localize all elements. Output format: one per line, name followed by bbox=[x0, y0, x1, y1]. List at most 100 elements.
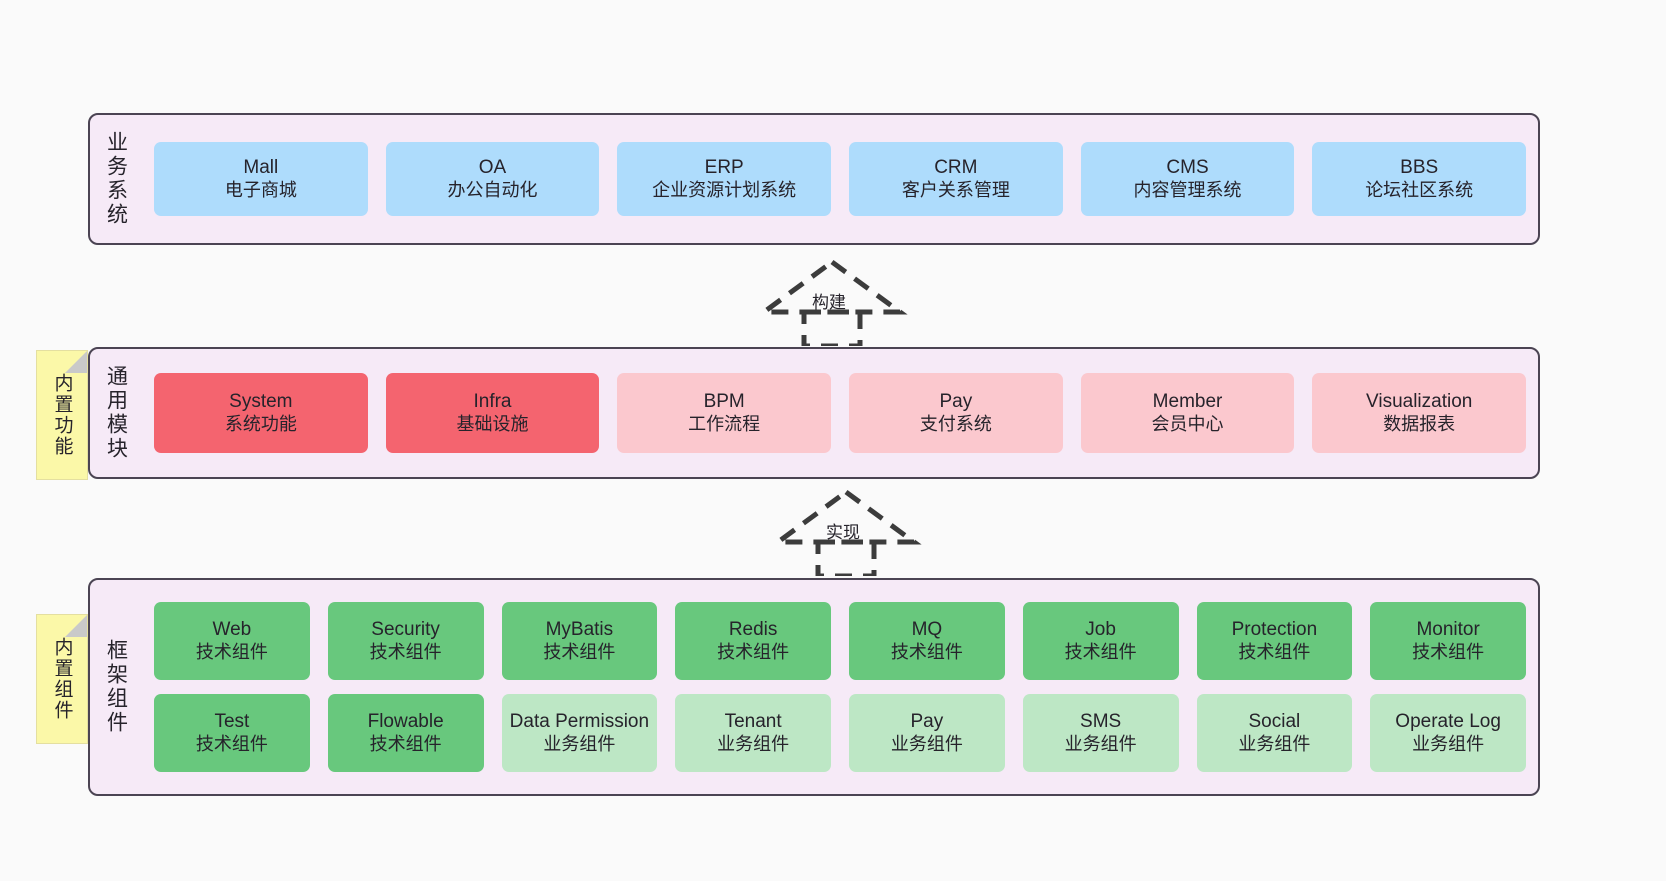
module-name: MyBatis bbox=[545, 619, 614, 641]
module-name: MQ bbox=[911, 619, 943, 641]
layer-body-business-system: Mall 电子商城 OA 办公自动化 ERP 企业资源计划系统 CRM 客户关系… bbox=[142, 115, 1538, 243]
module-card[interactable]: CRM 客户关系管理 bbox=[849, 142, 1063, 216]
module-name: Security bbox=[371, 619, 440, 641]
module-name: Test bbox=[214, 711, 250, 733]
layer-row: Test 技术组件 Flowable 技术组件 Data Permission … bbox=[154, 694, 1526, 772]
module-card[interactable]: CMS 内容管理系统 bbox=[1080, 142, 1295, 216]
module-desc: 技术组件 bbox=[195, 733, 268, 754]
module-card[interactable]: MyBatis 技术组件 bbox=[501, 602, 658, 680]
module-card[interactable]: BBS 论坛社区系统 bbox=[1312, 142, 1527, 216]
module-name: Flowable bbox=[367, 711, 444, 733]
module-card[interactable]: Mall 电子商城 bbox=[154, 142, 368, 216]
module-desc: 数据报表 bbox=[1383, 413, 1456, 434]
module-name: Visualization bbox=[1366, 391, 1473, 413]
module-name: Data Permission bbox=[509, 711, 650, 733]
module-desc: 工作流程 bbox=[688, 413, 761, 434]
module-name: Member bbox=[1152, 391, 1223, 413]
module-name: Monitor bbox=[1416, 619, 1480, 641]
module-name: Tenant bbox=[724, 711, 782, 733]
sticky-note-builtin-features: 内置功能 bbox=[36, 350, 88, 480]
dashed-up-arrow-icon bbox=[756, 258, 908, 346]
module-desc: 系统功能 bbox=[224, 413, 297, 434]
layer-framework-component: 框架组件 Web 技术组件 Security 技术组件 MyBatis 技术组件… bbox=[88, 578, 1540, 796]
layer-title-common-module: 通用模块 bbox=[104, 365, 128, 461]
module-card[interactable]: MQ 技术组件 bbox=[849, 602, 1005, 680]
module-card[interactable]: SMS 业务组件 bbox=[1022, 694, 1179, 772]
module-name: Social bbox=[1248, 711, 1301, 733]
module-name: Pay bbox=[939, 391, 973, 413]
module-desc: 企业资源计划系统 bbox=[652, 179, 797, 200]
layer-common-module: 通用模块 System 系统功能 Infra 基础设施 BPM 工作流程 Pay… bbox=[88, 347, 1540, 479]
module-desc: 技术组件 bbox=[543, 641, 616, 662]
module-card[interactable]: BPM 工作流程 bbox=[617, 373, 832, 453]
module-desc: 内容管理系统 bbox=[1133, 179, 1242, 200]
layer-row: Mall 电子商城 OA 办公自动化 ERP 企业资源计划系统 CRM 客户关系… bbox=[154, 142, 1527, 216]
layer-business-system: 业务系统 Mall 电子商城 OA 办公自动化 ERP 企业资源计划系统 CRM… bbox=[88, 113, 1540, 245]
module-card[interactable]: Social 业务组件 bbox=[1196, 694, 1353, 772]
module-name: CMS bbox=[1166, 157, 1209, 179]
layer-row: System 系统功能 Infra 基础设施 BPM 工作流程 Pay 支付系统… bbox=[154, 373, 1527, 453]
module-desc: 业务组件 bbox=[1064, 733, 1137, 754]
module-desc: 业务组件 bbox=[717, 733, 790, 754]
module-card[interactable]: Data Permission 业务组件 bbox=[501, 694, 658, 772]
module-desc: 业务组件 bbox=[1412, 733, 1485, 754]
module-name: Web bbox=[212, 619, 252, 641]
module-name: Job bbox=[1085, 619, 1116, 641]
module-desc: 业务组件 bbox=[543, 733, 616, 754]
dashed-up-arrow-icon bbox=[770, 488, 922, 576]
layer-row: Web 技术组件 Security 技术组件 MyBatis 技术组件 Redi… bbox=[154, 602, 1526, 680]
module-name: OA bbox=[478, 157, 507, 179]
module-name: BPM bbox=[703, 391, 745, 413]
module-card[interactable]: Visualization 数据报表 bbox=[1312, 373, 1527, 453]
module-card[interactable]: Protection 技术组件 bbox=[1196, 602, 1353, 680]
module-card[interactable]: Test 技术组件 bbox=[154, 694, 310, 772]
module-desc: 论坛社区系统 bbox=[1365, 179, 1474, 200]
module-desc: 技术组件 bbox=[1238, 641, 1311, 662]
module-name: System bbox=[229, 391, 293, 413]
module-desc: 业务组件 bbox=[1238, 733, 1311, 754]
module-desc: 技术组件 bbox=[369, 733, 442, 754]
module-card[interactable]: Member 会员中心 bbox=[1080, 373, 1295, 453]
module-card[interactable]: Security 技术组件 bbox=[327, 602, 484, 680]
module-card[interactable]: Pay 业务组件 bbox=[849, 694, 1005, 772]
module-card[interactable]: Job 技术组件 bbox=[1022, 602, 1179, 680]
layer-title-business-system: 业务系统 bbox=[104, 131, 128, 227]
module-name: ERP bbox=[704, 157, 744, 179]
module-desc: 办公自动化 bbox=[447, 179, 538, 200]
module-desc: 技术组件 bbox=[1064, 641, 1137, 662]
module-desc: 会员中心 bbox=[1151, 413, 1224, 434]
layer-body-framework-component: Web 技术组件 Security 技术组件 MyBatis 技术组件 Redi… bbox=[142, 580, 1538, 794]
module-card[interactable]: Operate Log 业务组件 bbox=[1370, 694, 1526, 772]
module-desc: 技术组件 bbox=[195, 641, 268, 662]
module-card[interactable]: OA 办公自动化 bbox=[385, 142, 600, 216]
module-card[interactable]: Web 技术组件 bbox=[154, 602, 310, 680]
arrow-label-implement: 实现 bbox=[826, 523, 860, 542]
module-desc: 技术组件 bbox=[890, 641, 963, 662]
arrow-label-build: 构建 bbox=[812, 293, 846, 312]
sticky-note-builtin-components: 内置组件 bbox=[36, 614, 88, 744]
layer-body-common-module: System 系统功能 Infra 基础设施 BPM 工作流程 Pay 支付系统… bbox=[142, 349, 1538, 477]
module-desc: 技术组件 bbox=[369, 641, 442, 662]
module-card[interactable]: Monitor 技术组件 bbox=[1370, 602, 1526, 680]
module-desc: 客户关系管理 bbox=[901, 179, 1010, 200]
module-name: Pay bbox=[910, 711, 944, 733]
module-card[interactable]: Tenant 业务组件 bbox=[675, 694, 831, 772]
module-name: Infra bbox=[473, 391, 512, 413]
module-name: CRM bbox=[934, 157, 978, 179]
module-card[interactable]: Pay 支付系统 bbox=[849, 373, 1063, 453]
module-card[interactable]: ERP 企业资源计划系统 bbox=[617, 142, 832, 216]
module-desc: 电子商城 bbox=[224, 179, 297, 200]
module-desc: 支付系统 bbox=[919, 413, 992, 434]
module-desc: 基础设施 bbox=[456, 413, 529, 434]
module-name: BBS bbox=[1400, 157, 1439, 179]
module-name: Protection bbox=[1231, 619, 1318, 641]
module-desc: 业务组件 bbox=[890, 733, 963, 754]
module-card[interactable]: Infra 基础设施 bbox=[385, 373, 600, 453]
module-desc: 技术组件 bbox=[717, 641, 790, 662]
generalization-arrow-build: 构建 bbox=[752, 256, 912, 346]
module-name: Redis bbox=[728, 619, 778, 641]
module-card[interactable]: System 系统功能 bbox=[154, 373, 368, 453]
module-card[interactable]: Redis 技术组件 bbox=[675, 602, 831, 680]
module-card[interactable]: Flowable 技术组件 bbox=[327, 694, 484, 772]
